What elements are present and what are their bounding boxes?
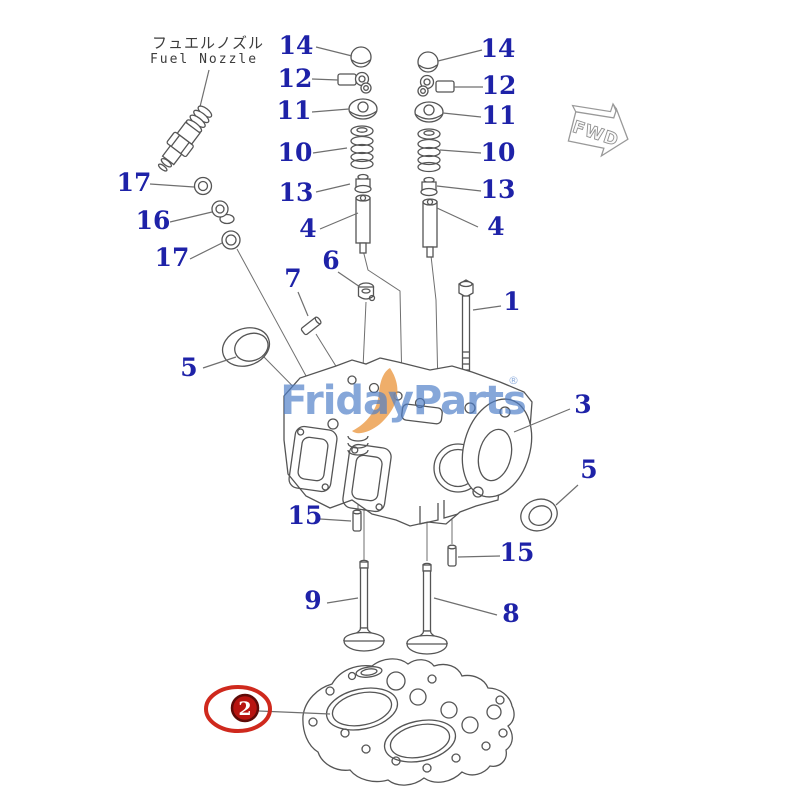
callout-17-upper: 17: [117, 168, 152, 197]
fuel-nozzle-annotation: フュエルノズル Fuel Nozzle: [150, 34, 264, 133]
callout-1: 1: [503, 287, 520, 316]
highlight-number: 2: [238, 698, 251, 720]
valve-spring-10-right: [417, 128, 441, 173]
spring-retainer-11-right: [414, 101, 444, 123]
cylinder-bore-1: [325, 687, 399, 731]
valve-spring-10-left: [350, 125, 374, 170]
callout-10-right: 10: [481, 138, 516, 167]
valve-cap-14-right: [417, 51, 439, 73]
callout-12-right: 12: [482, 71, 517, 100]
valve-cotter-12-left: [337, 71, 372, 94]
valve-cap-14-left: [350, 46, 372, 68]
valve-cotter-12-right: [417, 74, 455, 97]
callout-5-left: 5: [180, 353, 197, 382]
highlighted-callout-2: 2: [204, 685, 331, 733]
callout-13-left: 13: [279, 178, 314, 207]
valve-train-right-column: [414, 51, 455, 258]
fwd-arrow: FWD: [567, 102, 629, 158]
callout-14-right: 14: [481, 34, 516, 63]
callout-12-left: 12: [278, 64, 313, 93]
pin-7-drawing: [300, 316, 322, 336]
highlight-ellipse-icon: [204, 685, 272, 733]
cylinder-head-drawing: [283, 357, 533, 527]
cylinder-bore-2: [383, 719, 457, 763]
seal-ring-5-right-drawing: [520, 498, 558, 532]
pin-15-left-drawing: [352, 509, 362, 532]
fuel-nozzle-label-jp: フュエルノズル: [152, 34, 264, 52]
cup-plug-5-left-drawing: [221, 327, 271, 367]
valve-guide-4-right: [422, 198, 438, 258]
leader-lines: [149, 46, 579, 616]
callout-11-left: 11: [277, 96, 312, 125]
callout-15-right: 15: [500, 538, 535, 567]
callout-9: 9: [304, 586, 321, 615]
watermark: FridayParts ®: [280, 368, 527, 434]
head-gasket-drawing: [302, 658, 515, 786]
callout-3: 3: [574, 390, 591, 419]
pin-15-right-drawing: [447, 544, 457, 567]
fuel-nozzle-label-en: Fuel Nozzle: [150, 52, 258, 67]
valve-8-drawing: [405, 562, 449, 655]
fuel-injector-drawing: [157, 105, 213, 172]
watermark-text: FridayParts: [280, 378, 526, 424]
seal-16-drawing: [211, 200, 235, 225]
callout-4-left: 4: [299, 214, 316, 243]
callout-10-left: 10: [278, 138, 313, 167]
valve-guide-4-left: [355, 194, 371, 254]
callout-7: 7: [284, 264, 301, 293]
callout-17-lower: 17: [155, 243, 190, 272]
watermark-swoosh-icon: [352, 368, 398, 434]
stem-seal-13-right: [420, 176, 438, 197]
stem-seal-13-left: [354, 173, 372, 194]
valve-train-left-column: [337, 46, 378, 254]
callout-14-left: 14: [279, 31, 314, 60]
valve-9-drawing: [342, 559, 386, 652]
washer-17-upper-drawing: [193, 176, 213, 196]
side-flange: [461, 398, 533, 498]
intake-port-gasket-1: [288, 425, 338, 493]
callout-8: 8: [502, 599, 519, 628]
callout-15-left: 15: [288, 501, 323, 530]
callout-13-right: 13: [481, 175, 516, 204]
callout-11-right: 11: [482, 101, 517, 130]
callout-4-right: 4: [487, 212, 504, 241]
spring-retainer-11-left: [348, 98, 378, 120]
callout-6: 6: [322, 246, 339, 275]
cap-nut-6-drawing: [357, 282, 376, 302]
washer-17-lower-drawing: [221, 230, 241, 250]
watermark-registered-mark: ®: [508, 374, 519, 387]
intake-port-gasket-2: [342, 443, 392, 513]
callout-labels: 14 12 11 10 13 4 14 12 11 10 13 4 17 16 …: [117, 31, 598, 628]
nozzle-seat-hole: [327, 418, 339, 430]
highlight-circle-icon: [230, 693, 260, 723]
callout-5-right: 5: [580, 455, 597, 484]
callout-16: 16: [136, 206, 171, 235]
